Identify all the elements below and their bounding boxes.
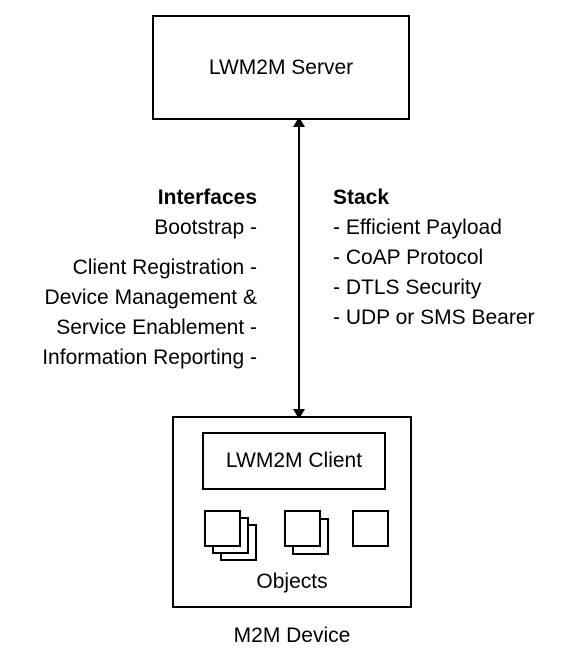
server-label: LWM2M Server (208, 55, 354, 79)
spacer (42, 243, 257, 253)
objects-label: Objects (256, 570, 328, 593)
stack-item-udp-sms-bearer: - UDP or SMS Bearer (333, 306, 535, 329)
interface-item-bootstrap: Bootstrap - (154, 216, 257, 239)
stack-list: Stack - Efficient Payload - CoAP Protoco… (333, 183, 535, 333)
device-label: M2M Device (233, 624, 351, 647)
m2m-device-box: LWM2M Client Objects (172, 416, 412, 608)
object-square (352, 510, 389, 547)
stack-item-efficient-payload: - Efficient Payload (333, 216, 502, 239)
object-square (204, 510, 241, 547)
lwm2m-server-box: LWM2M Server (152, 15, 410, 120)
stack-item-dtls-security: - DTLS Security (333, 276, 482, 299)
client-label: LWM2M Client (225, 449, 363, 472)
interfaces-heading: Interfaces (157, 186, 257, 209)
object-square (284, 510, 321, 547)
interfaces-list: Interfaces Bootstrap - Client Registrati… (42, 183, 257, 373)
interface-item-information-reporting: Information Reporting - (42, 346, 257, 369)
lwm2m-client-box: LWM2M Client (202, 432, 386, 490)
stack-item-coap-protocol: - CoAP Protocol (333, 246, 484, 269)
interface-item-service-enablement: Service Enablement - (56, 316, 257, 339)
interface-item-device-management: Device Management & (44, 286, 257, 309)
stack-heading: Stack (333, 186, 390, 209)
interface-item-client-registration: Client Registration - (72, 256, 257, 279)
